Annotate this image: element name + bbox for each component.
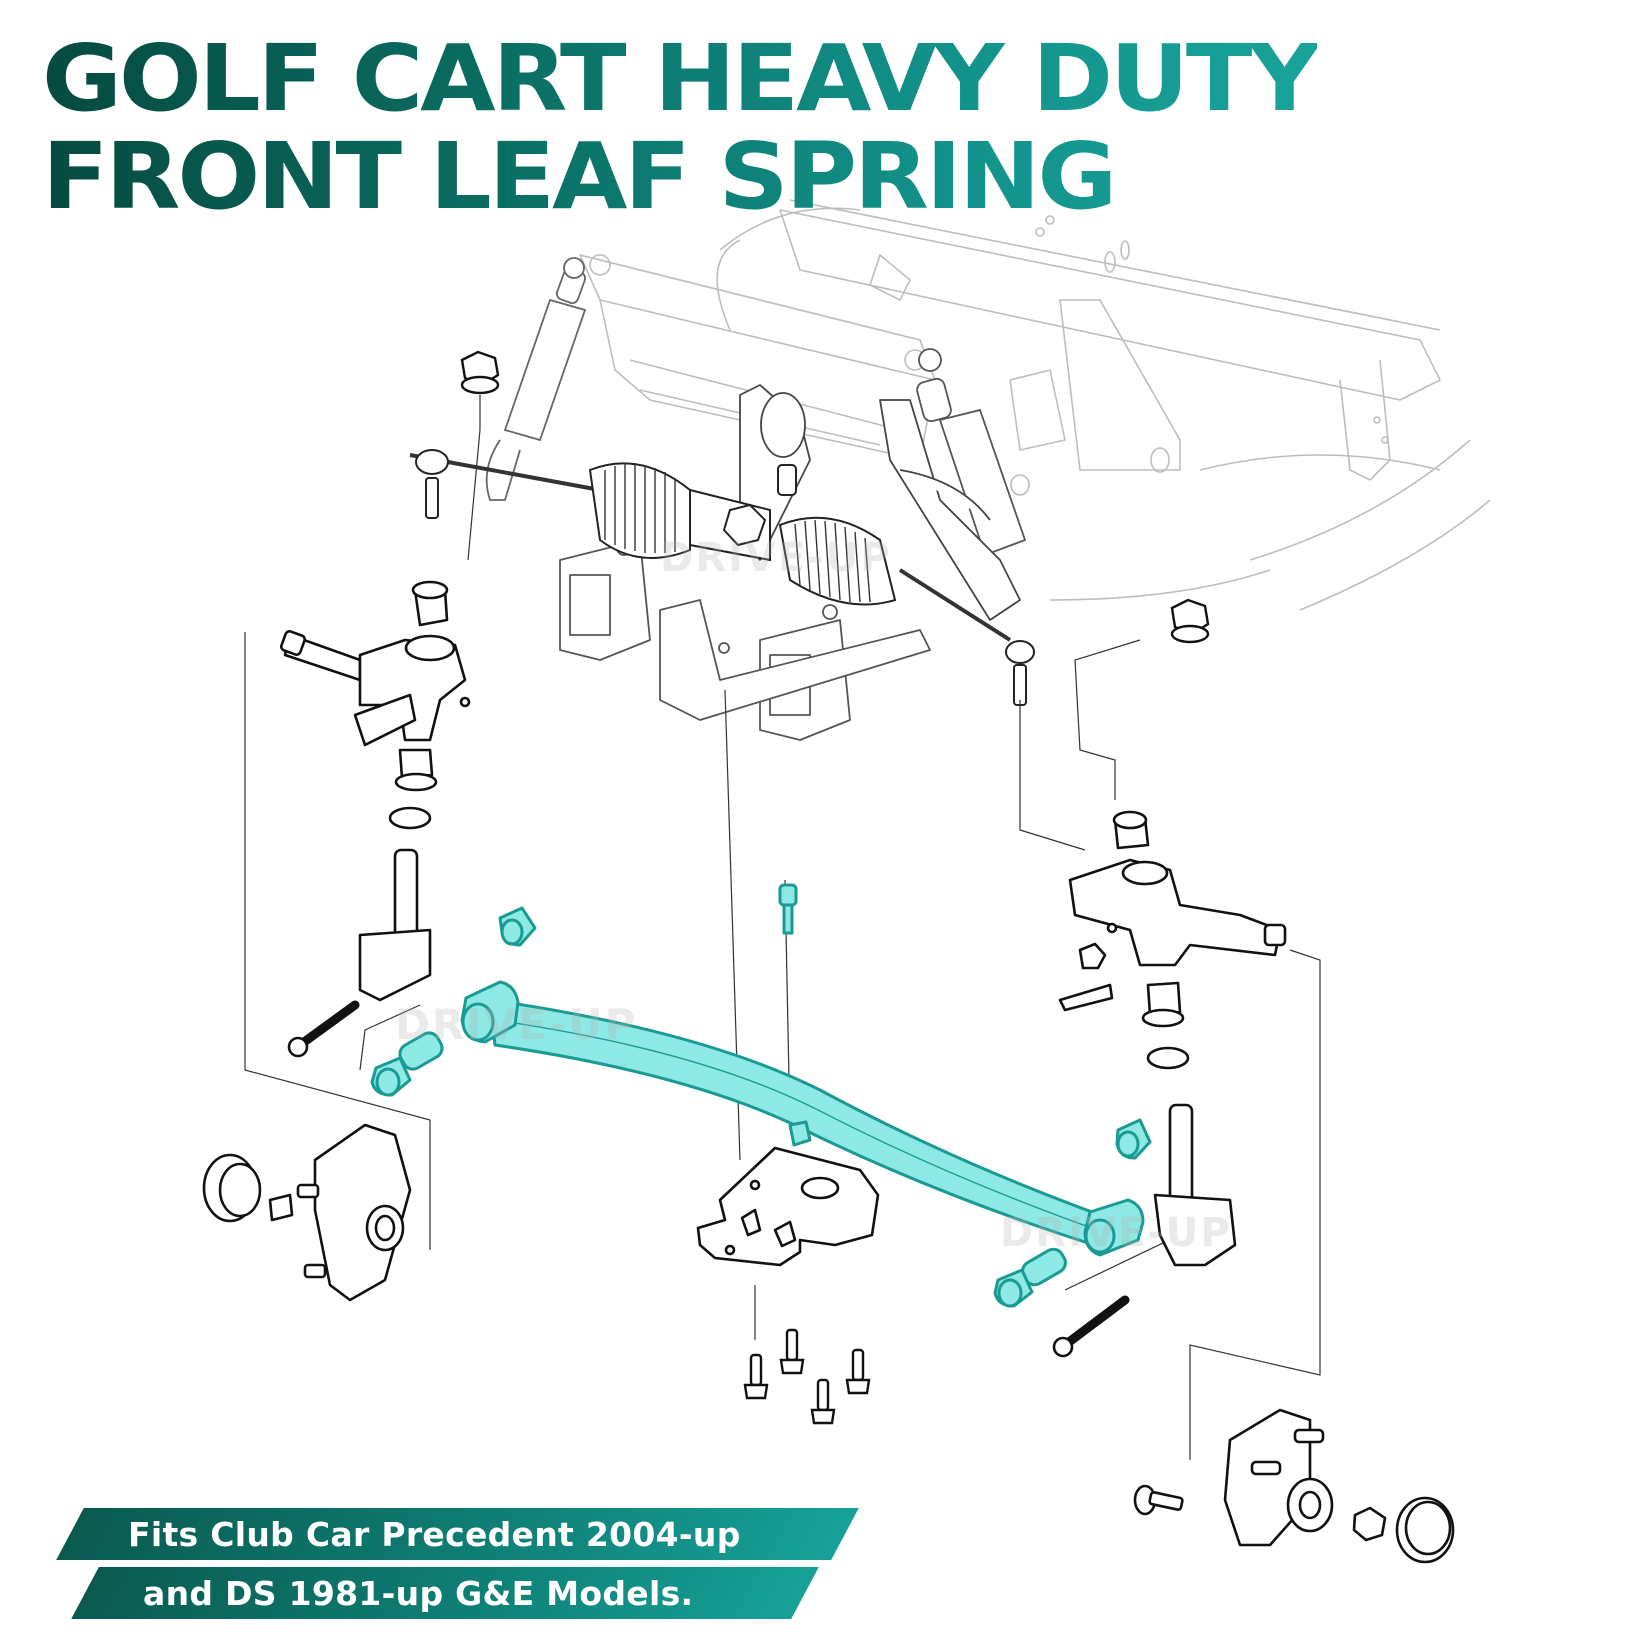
banner-line-2: and DS 1981-up G&E Models.	[71, 1567, 819, 1619]
right-shock-absorber	[916, 348, 1027, 557]
page-title: GOLF CART HEAVY DUTY FRONT LEAF SPRING	[42, 30, 1320, 226]
left-shock-absorber	[485, 257, 587, 501]
mount-bolts	[743, 1328, 871, 1425]
banner-line-1: Fits Club Car Precedent 2004-up	[56, 1508, 859, 1560]
left-wheel-hub	[202, 1123, 412, 1302]
right-spindle	[1052, 810, 1287, 1358]
center-frame-mount	[739, 384, 1021, 621]
left-spindle	[280, 580, 471, 1058]
right-wheel-hub	[1133, 1408, 1455, 1564]
flange-nuts	[460, 350, 1210, 644]
title-line-2: FRONT LEAF SPRING	[42, 128, 1317, 226]
spring-mount-plate	[696, 1146, 880, 1267]
tie-rod-ends	[415, 449, 1035, 706]
title-line-1: GOLF CART HEAVY DUTY	[42, 25, 1320, 132]
leaf-spring	[370, 883, 1152, 1308]
